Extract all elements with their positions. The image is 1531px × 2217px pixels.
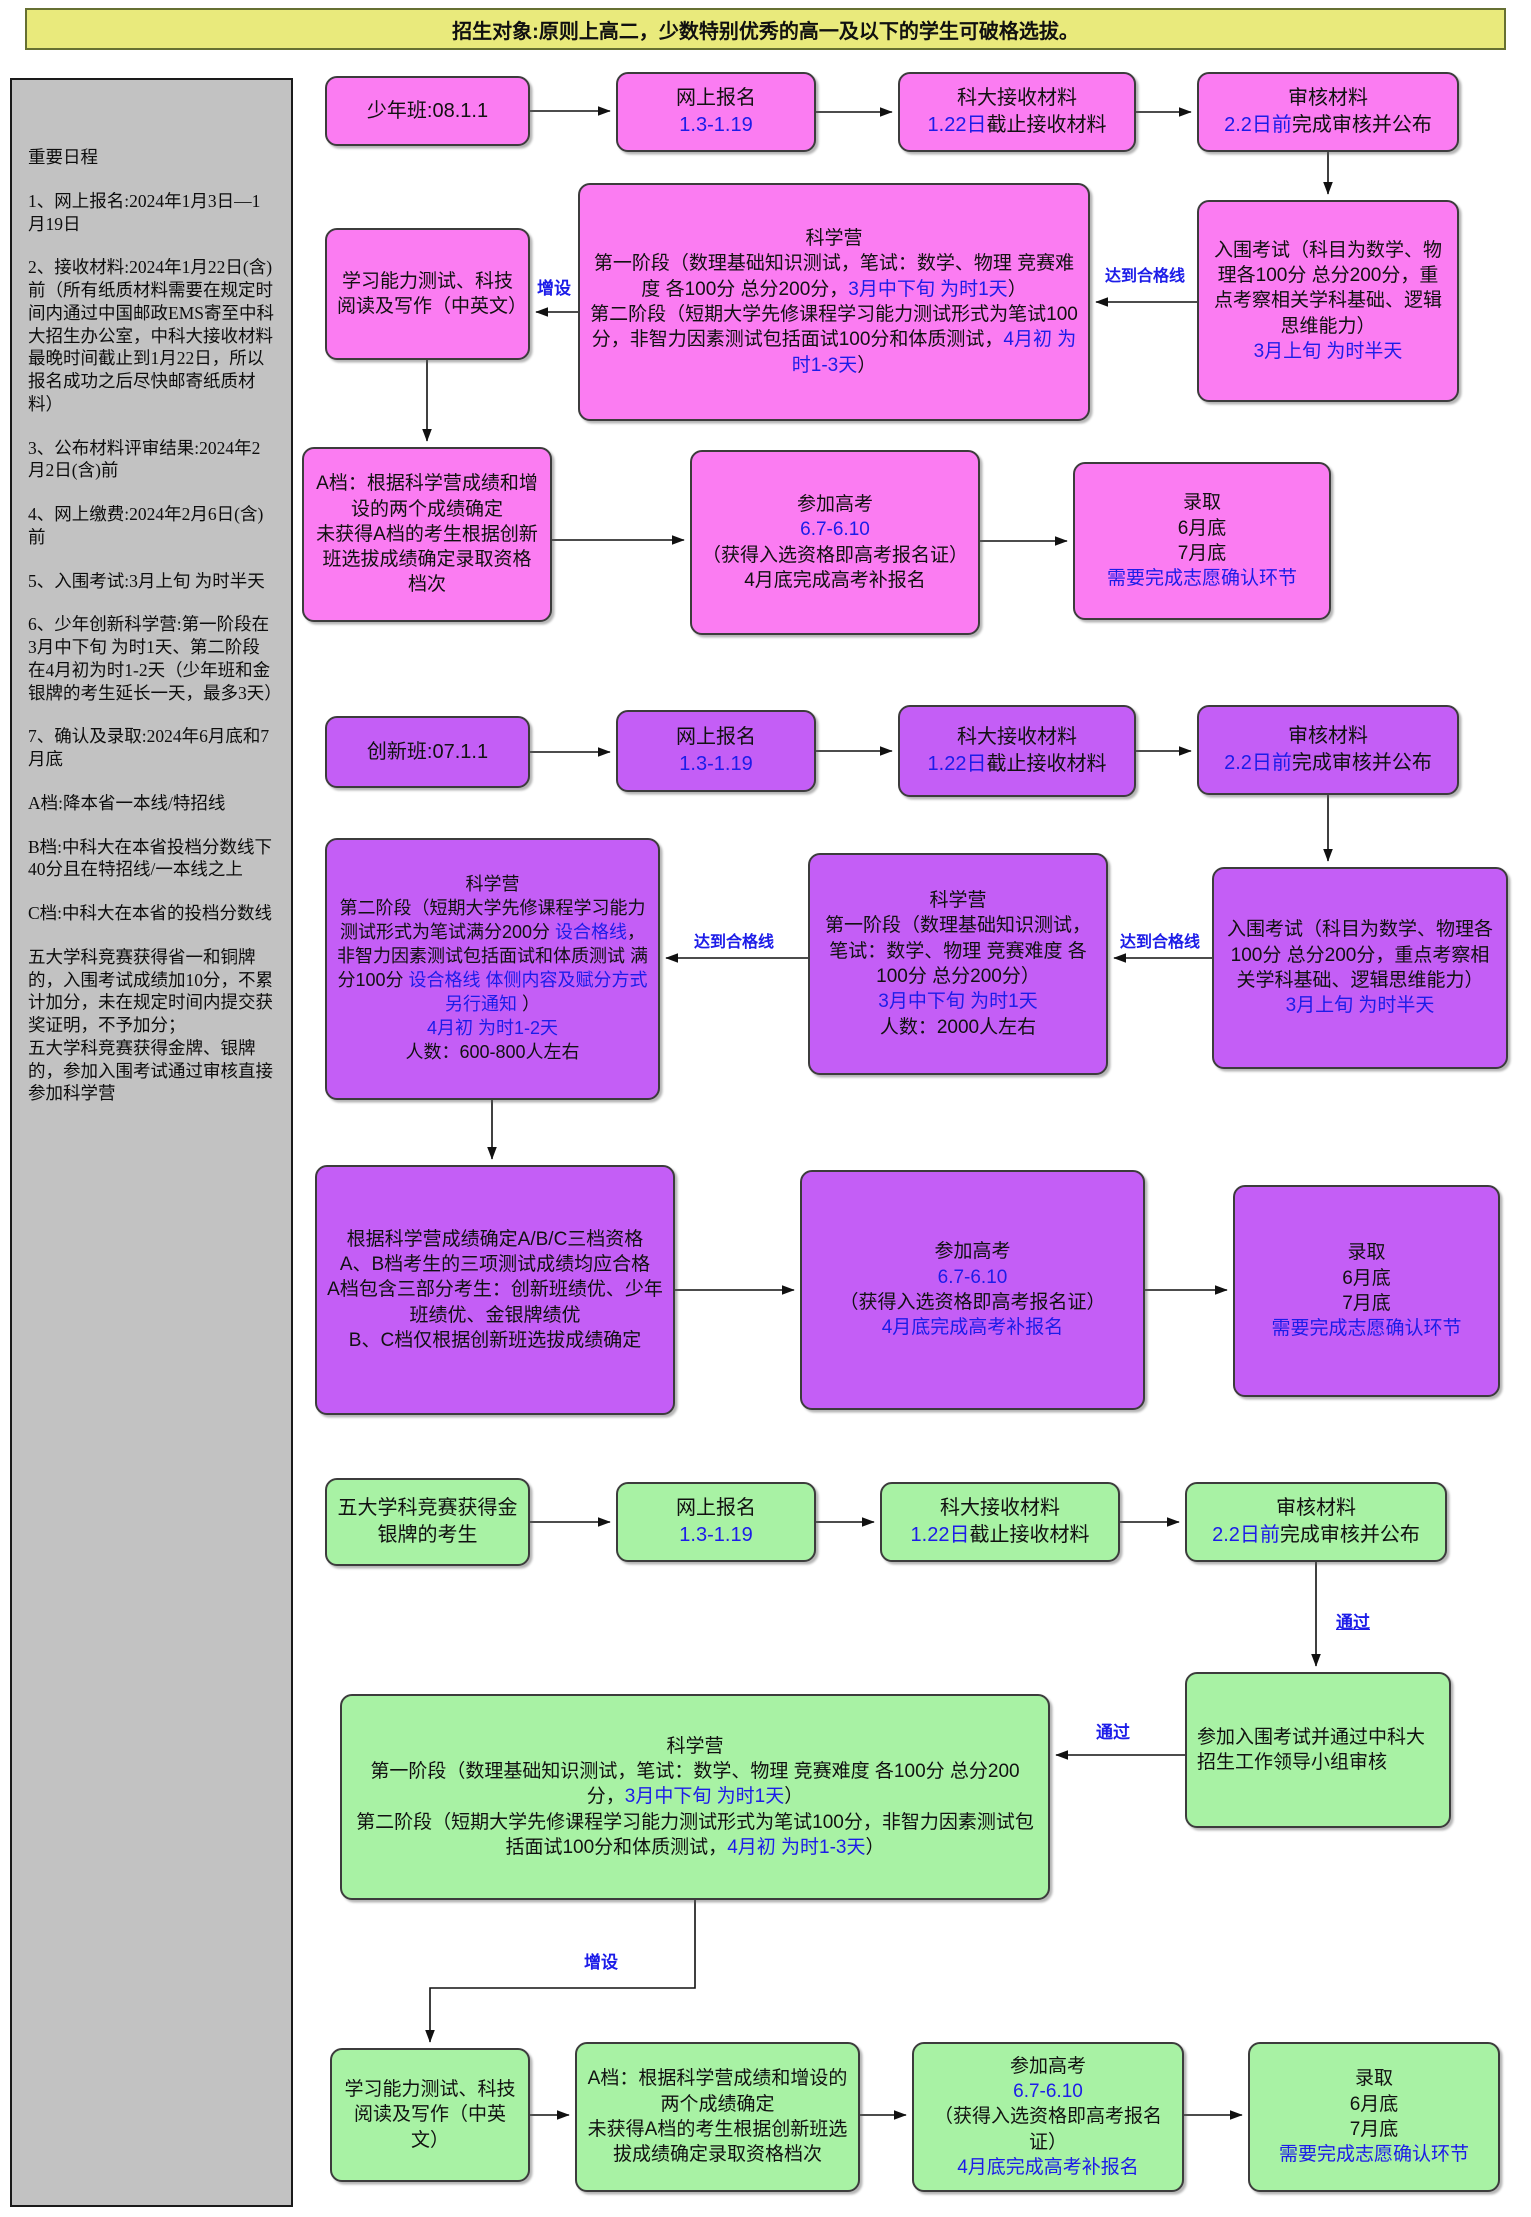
box-shaonianban-science-camp: 科学营第一阶段（数理基础知识测试，笔试：数学、物理 竞赛难度 各100分 总分2… — [578, 183, 1090, 421]
arrow-label-tongguo-horizontal: 通过 — [1096, 1723, 1130, 1742]
box-shaonianban-start: 少年班:08.1.1 — [325, 76, 530, 146]
box-shaonianban-grade-a: A档：根据科学营成绩和增设的两个成绩确定未获得A档的考生根据创新班选拔成绩确定录… — [302, 447, 552, 622]
box-chuangxinban-science-camp-stage2: 科学营第二阶段（短期大学先修课程学习能力测试形式为笔试满分200分 设合格线，非… — [325, 838, 660, 1100]
arrow-label-tongguo-vertical: 通过 — [1336, 1613, 1370, 1632]
box-medalist-qualifying-exam-review: 参加入围考试并通过中科大招生工作领导小组审核 — [1185, 1672, 1451, 1828]
box-shaonianban-qualifying-exam: 入围考试（科目为数学、物理各100分 总分200分，重点考察相关学科基础、逻辑思… — [1197, 200, 1459, 402]
box-chuangxinban-science-camp-stage1: 科学营第一阶段（数理基础知识测试，笔试：数学、物理 竞赛难度 各100分 总分2… — [808, 853, 1108, 1075]
arrow-label-hegexian-purple-right: 达到合格线 — [1119, 934, 1200, 951]
arrow-label-hegexian-pink: 达到合格线 — [1104, 268, 1185, 285]
arrow-label-zengshe-green: 增设 — [584, 1953, 618, 1972]
box-medalist-start: 五大学科竞赛获得金银牌的考生 — [325, 1478, 530, 1566]
arrow-label-hegexian-purple-left: 达到合格线 — [693, 934, 774, 951]
arrow-label-zengshe-pink: 增设 — [537, 279, 571, 298]
box-medalist-ability-test: 学习能力测试、科技阅读及写作（中英文） — [330, 2048, 530, 2182]
recruitment-target-banner: 招生对象:原则上高二，少数特别优秀的高一及以下的学生可破格选拔。 — [25, 8, 1506, 50]
box-shaonianban-ability-test: 学习能力测试、科技阅读及写作（中英文） — [325, 228, 530, 360]
box-chuangxinban-start: 创新班:07.1.1 — [325, 716, 530, 788]
box-chuangxinban-qualifying-exam: 入围考试（科目为数学、物理各100分 总分200分，重点考察相关学科基础、逻辑思… — [1212, 867, 1508, 1069]
box-medalist-grade-a: A档：根据科学营成绩和增设的两个成绩确定未获得A档的考生根据创新班选拔成绩确定录… — [575, 2042, 860, 2192]
box-medalist-science-camp: 科学营第一阶段（数理基础知识测试，笔试：数学、物理 竞赛难度 各100分 总分2… — [340, 1694, 1050, 1900]
